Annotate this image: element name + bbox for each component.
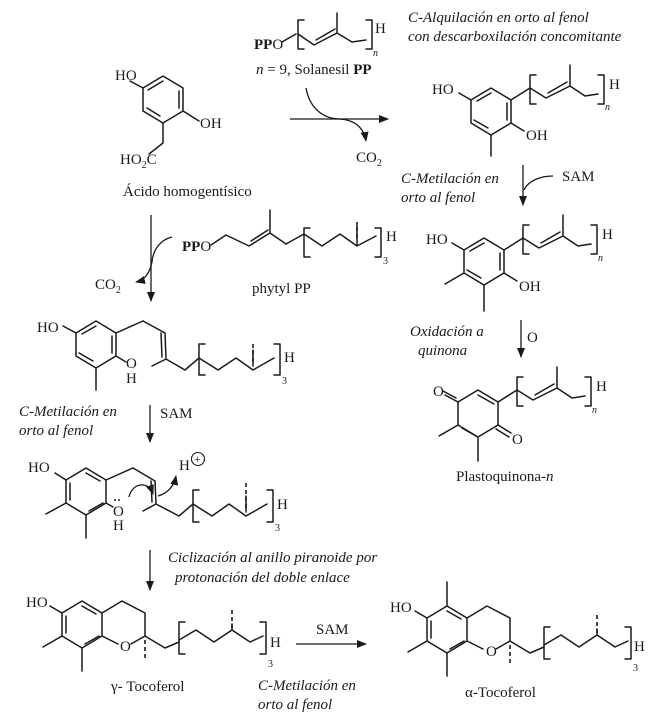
oxidation-label-2: quinona	[418, 343, 467, 359]
alkylation-left-arrow: CO2	[95, 215, 173, 302]
oxidation-label-1: Oxidación a	[410, 324, 484, 340]
positive-charge-icon	[190, 451, 206, 467]
ho-label: HO	[26, 595, 48, 611]
ho-label: HO	[115, 68, 137, 84]
alkylation-right-arrow: CO2	[290, 87, 389, 169]
o-top-label: O	[433, 384, 444, 400]
methylation-bottom-arrow: SAM	[296, 622, 367, 648]
h-label: H	[284, 350, 295, 366]
oh-label: OH	[519, 279, 541, 295]
h-label: H	[609, 77, 620, 93]
methyl-solanesyl-hydroquinone-structure: HO OH H n	[432, 64, 620, 157]
solanesyl-pp-structure: PPO H n n = 9, Solanesil PP	[254, 12, 386, 78]
oh-h-label: H	[113, 518, 124, 534]
h-label: H	[375, 21, 386, 37]
h-label: H	[602, 227, 613, 243]
methylation-left-label-1: C-Metilación en	[19, 404, 117, 420]
h-label: H	[270, 635, 281, 651]
ho-label: HO	[28, 460, 50, 476]
co2-byproduct: CO2	[356, 150, 382, 169]
alpha-tocopherol-name: α-Tocoferol	[465, 685, 536, 701]
h-label: H	[634, 639, 645, 655]
dimethyl-phytyl-hydroquinone-structure: HO O ·· H H + H 3	[28, 451, 288, 539]
subscript-3: 3	[282, 376, 287, 387]
oh-h-label: H	[126, 371, 137, 387]
lone-pair: ··	[113, 493, 121, 507]
n-subscript: n	[605, 102, 610, 113]
h-label: H	[277, 497, 288, 513]
homogentisic-acid-structure: HO OH HO2C Ácido homogentísico	[115, 68, 252, 200]
o-bottom-label: O	[512, 432, 523, 448]
ppo-label: PPO	[182, 239, 211, 255]
ho-label: HO	[432, 82, 454, 98]
o-label: O	[120, 639, 131, 655]
alkylation-right-label-2: con descarboxilación concomitante	[408, 29, 622, 45]
methyl-phytyl-hydroquinone-structure: HO O H H 3	[37, 320, 295, 391]
o-label: O	[113, 504, 124, 520]
ppo-label: PPO	[254, 37, 283, 53]
gamma-tocopherol-structure: HO O H 3 γ- Tocoferol	[26, 595, 281, 695]
methylation-bottom-label-2: orto al fenol	[258, 697, 332, 713]
phytyl-pp-structure: PPO H 3 phytyl PP	[182, 209, 397, 297]
ho-label: HO	[37, 320, 59, 336]
subscript-3: 3	[633, 663, 638, 674]
methylation-left-arrow: SAM	[146, 405, 193, 443]
homogentisic-acid-name: Ácido homogentísico	[123, 183, 252, 200]
o-label: O	[486, 644, 497, 660]
solanesyl-pp-label: n = 9, Solanesil PP	[256, 62, 372, 78]
dimethyl-plastoquinol-structure: HO OH H n	[426, 214, 613, 312]
h-label: H	[386, 229, 397, 245]
subscript-3: 3	[268, 659, 273, 670]
n-subscript: n	[592, 405, 597, 416]
oxygen-reagent: O	[527, 330, 538, 346]
plastoquinone-name: Plastoquinona-n	[456, 469, 554, 485]
subscript-3: 3	[383, 256, 388, 267]
oh-label: OH	[526, 128, 548, 144]
methylation-bottom-label-1: C-Metilación en	[258, 678, 356, 694]
methylation-right-label-2: orto al fenol	[401, 190, 475, 206]
methylation-right-label-1: C-Metilación en	[401, 171, 499, 187]
n-subscript: n	[373, 48, 378, 59]
methylation-right-arrow: SAM	[519, 165, 595, 206]
proton-label: H	[179, 458, 190, 474]
alkylation-right-label-1: C-Alquilación en orto al fenol	[408, 10, 589, 26]
sam-reagent: SAM	[160, 406, 193, 422]
sam-reagent: SAM	[562, 169, 595, 185]
cyclization-label-1: Ciclización al anillo piranoide por	[168, 550, 377, 566]
phytyl-pp-name: phytyl PP	[252, 281, 311, 297]
oxidation-arrow: O	[517, 320, 538, 358]
methylation-left-label-2: orto al fenol	[19, 423, 93, 439]
h-label: H	[596, 379, 607, 395]
sam-reagent: SAM	[316, 622, 349, 638]
cyclization-label-2: protonación del doble enlace	[174, 570, 350, 586]
gamma-tocopherol-name: γ- Tocoferol	[110, 679, 184, 695]
o-label: O	[126, 356, 137, 372]
plastoquinone-structure: O O H n Plastoquinona-n	[433, 366, 607, 485]
acid-label: HO2C	[120, 152, 157, 171]
alpha-tocopherol-structure: HO O H 3 α-Tocoferol	[390, 581, 645, 701]
n-subscript: n	[598, 253, 603, 264]
ho-label: HO	[426, 232, 448, 248]
co2-byproduct: CO2	[95, 277, 121, 296]
subscript-3: 3	[275, 523, 280, 534]
ho-label: HO	[390, 600, 412, 616]
oh-label: OH	[200, 116, 222, 132]
charge-symbol: +	[194, 452, 201, 466]
